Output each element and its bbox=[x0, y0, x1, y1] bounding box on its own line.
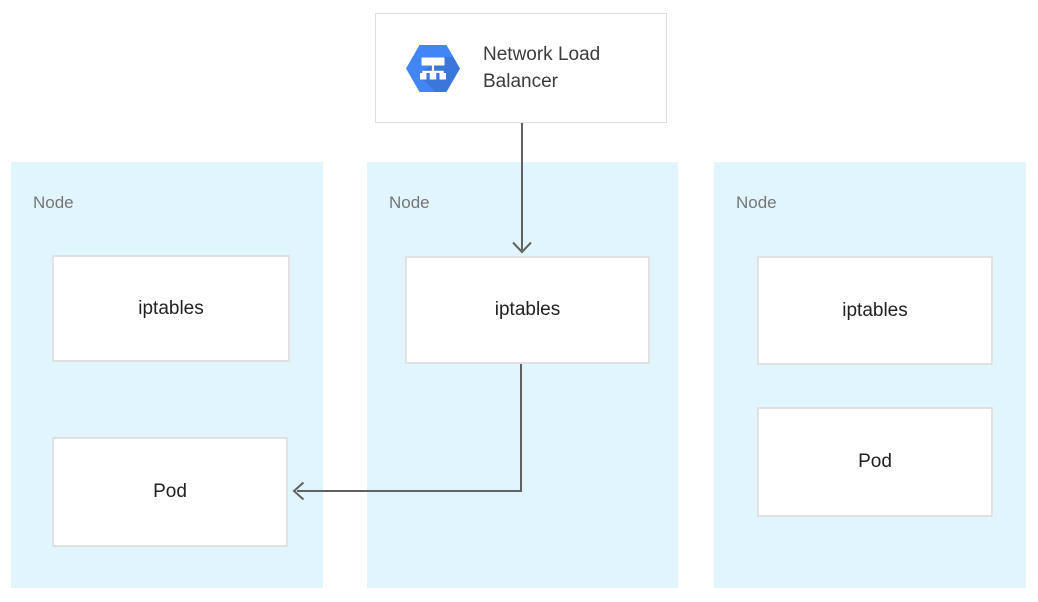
node-3-iptables-label: iptables bbox=[842, 299, 908, 321]
sitemap-glyph bbox=[420, 57, 446, 79]
network-load-balancer-box: Network Load Balancer bbox=[375, 13, 667, 123]
node-3-pod-box: Pod bbox=[757, 407, 993, 517]
node-1-iptables-box: iptables bbox=[52, 255, 290, 362]
network-load-balancer-icon bbox=[406, 44, 460, 92]
node-1-pod-label: Pod bbox=[153, 481, 187, 502]
node-1: Node iptables Pod bbox=[11, 162, 323, 588]
node-1-pod-box: Pod bbox=[52, 437, 288, 547]
node-2: Node iptables bbox=[367, 162, 678, 588]
node-2-iptables-box: iptables bbox=[405, 256, 650, 364]
node-3-label: Node bbox=[736, 193, 777, 212]
node-1-label: Node bbox=[33, 193, 74, 212]
node-1-iptables-label: iptables bbox=[138, 297, 204, 319]
network-load-balancer-label: Network Load Balancer bbox=[483, 44, 601, 92]
node-3-iptables-box: iptables bbox=[757, 256, 993, 365]
node-3-pod-label: Pod bbox=[858, 451, 892, 472]
node-3: Node iptables Pod bbox=[714, 162, 1026, 588]
node-2-iptables-label: iptables bbox=[494, 299, 561, 320]
node-2-label: Node bbox=[389, 193, 430, 212]
